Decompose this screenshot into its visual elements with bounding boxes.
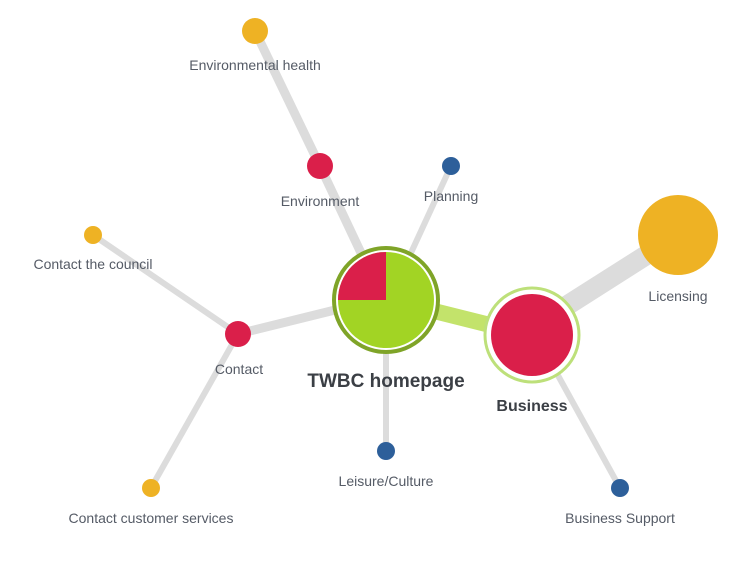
label-contact-customer-services: Contact customer services bbox=[69, 510, 234, 526]
label-contact-the-council: Contact the council bbox=[33, 256, 152, 272]
home-pie-slice bbox=[338, 252, 386, 300]
edges bbox=[91, 29, 684, 490]
label-business: Business bbox=[496, 398, 567, 415]
node-twbc-homepage[interactable] bbox=[332, 246, 440, 354]
label-twbc-homepage: TWBC homepage bbox=[307, 371, 464, 392]
edge-planning-home bbox=[407, 164, 454, 257]
node-licensing[interactable] bbox=[638, 195, 718, 275]
edge-home-business bbox=[428, 302, 492, 333]
business-core bbox=[491, 294, 573, 376]
node-contact-customer-services[interactable] bbox=[142, 479, 160, 497]
edge-contact-home bbox=[236, 305, 337, 339]
edge-support-business bbox=[552, 368, 623, 490]
label-leisure-culture: Leisure/Culture bbox=[339, 473, 434, 489]
node-contact-the-council[interactable] bbox=[84, 226, 102, 244]
edge-customer-contact bbox=[148, 332, 241, 490]
label-licensing: Licensing bbox=[648, 288, 707, 304]
label-environment: Environment bbox=[281, 193, 360, 209]
label-environmental-health: Environmental health bbox=[189, 57, 321, 73]
edge-environment-home bbox=[315, 164, 367, 257]
node-planning[interactable] bbox=[442, 157, 460, 175]
edge-envhealth-environment bbox=[250, 29, 325, 168]
label-business-support: Business Support bbox=[565, 510, 675, 526]
node-leisure-culture[interactable] bbox=[377, 442, 395, 460]
label-planning: Planning bbox=[424, 188, 479, 204]
node-contact[interactable] bbox=[225, 321, 251, 347]
node-business[interactable] bbox=[483, 286, 581, 384]
node-business-support[interactable] bbox=[611, 479, 629, 497]
node-environment[interactable] bbox=[307, 153, 333, 179]
label-contact: Contact bbox=[215, 361, 263, 377]
node-environmental-health[interactable] bbox=[242, 18, 268, 44]
edge-council-contact bbox=[91, 232, 240, 337]
